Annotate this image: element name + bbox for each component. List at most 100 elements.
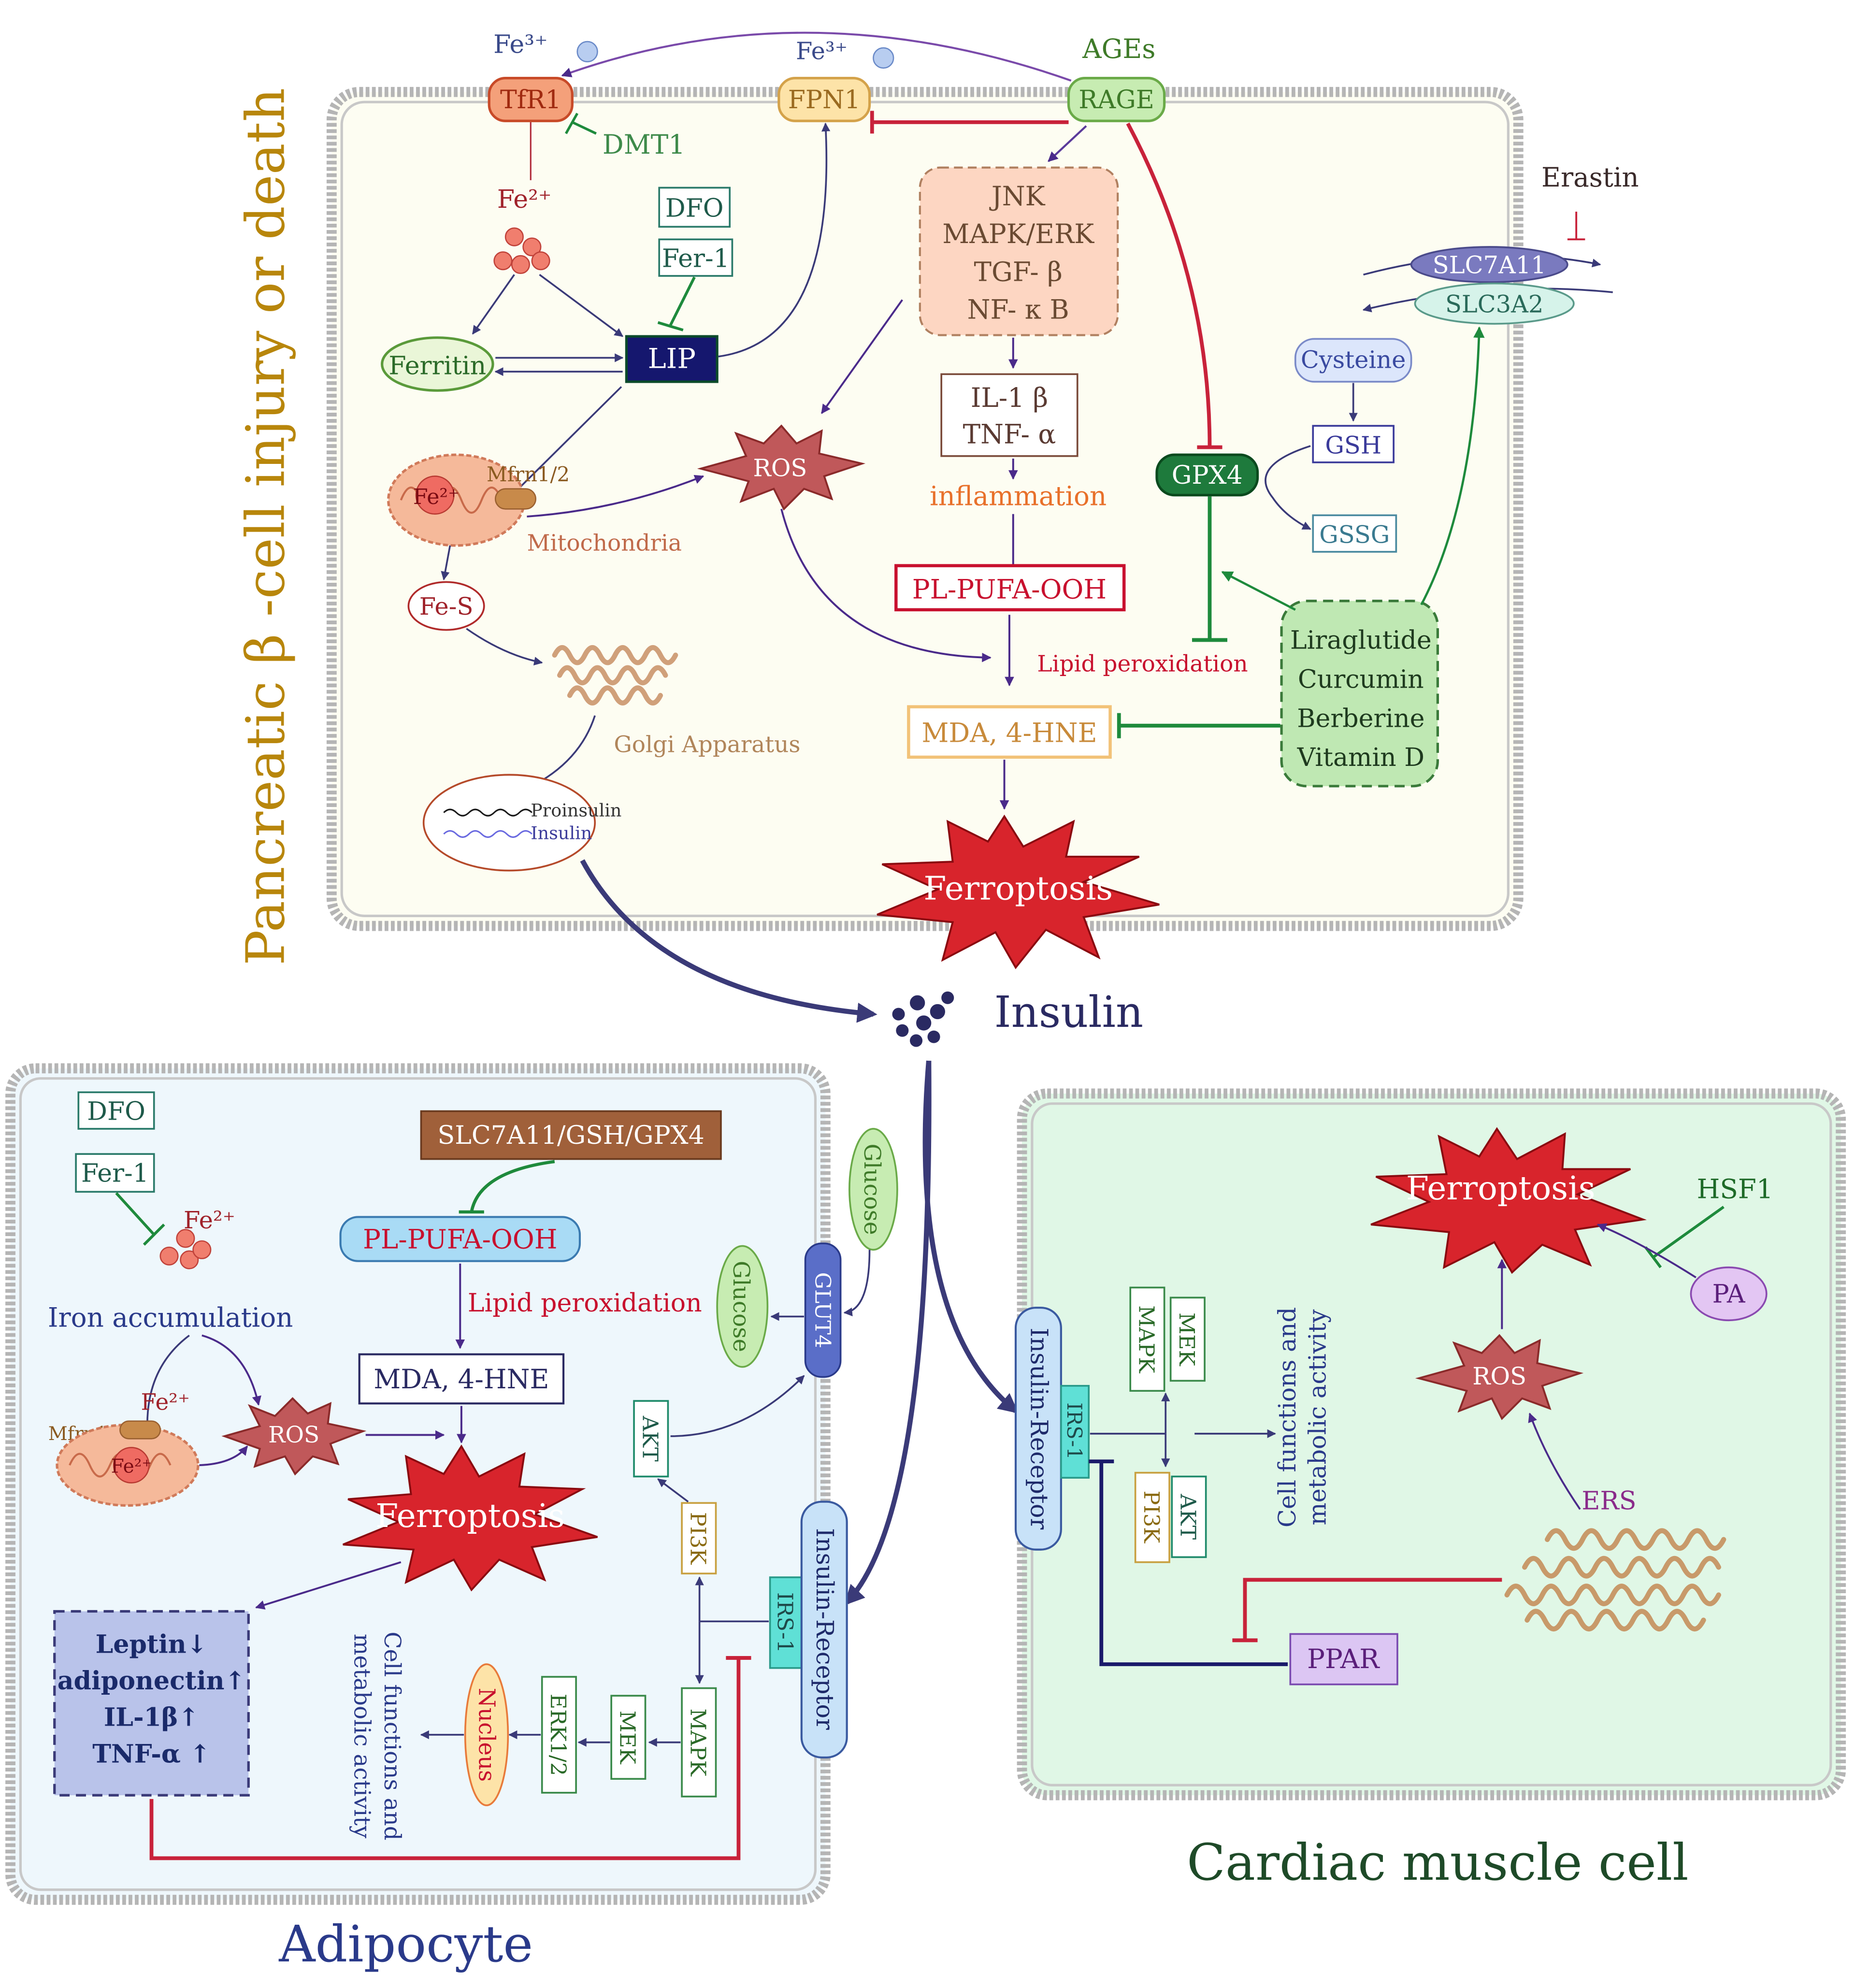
proinsulin-label: Proinsulin: [531, 800, 621, 821]
slc7a11-transporter[interactable]: SLC7A11: [1410, 246, 1568, 283]
fe2-to-lip-arrow: [539, 274, 624, 337]
svg-text:GPX4: GPX4: [1172, 461, 1243, 490]
ppar-inhibits-irs1: [1099, 1461, 1288, 1666]
svg-text:Ferroptosis: Ferroptosis: [923, 869, 1113, 907]
fe2-ion-cluster: [493, 227, 550, 274]
adipo-fer1-inhibition: [115, 1192, 155, 1236]
fes-to-golgi-arrow: [466, 628, 543, 666]
glucose-into-glut4-arrow: [843, 1250, 871, 1317]
signal-mapk-erk: MAPK/ERK: [942, 218, 1094, 249]
adipo-mitochondria: [56, 1420, 200, 1507]
pl-pufa-ooh-box[interactable]: PL-PUFA-OOH: [894, 564, 1126, 612]
cysteine-node[interactable]: Cysteine: [1294, 338, 1412, 383]
drugs-to-gpx4-arrow: [1221, 571, 1296, 611]
glut4-transporter[interactable]: GLUT4: [804, 1242, 842, 1378]
drug-curcumin: Curcumin: [1298, 665, 1424, 694]
adipo-irs1-box[interactable]: IRS-1: [769, 1576, 803, 1669]
dmt1-label: DMT1: [603, 129, 685, 160]
signal-jnk: JNK: [989, 181, 1046, 212]
adipo-fer1-box[interactable]: Fer-1: [75, 1153, 155, 1193]
glucose-inside: Glucose: [716, 1245, 769, 1368]
cardiac-irs1-box[interactable]: IRS-1: [1060, 1384, 1090, 1479]
svg-text:MEK: MEK: [615, 1711, 639, 1765]
glucose-outside: Glucose: [848, 1128, 898, 1251]
adipo-mda-4hne-box[interactable]: MDA, 4-HNE: [358, 1353, 565, 1405]
fpn1-transporter[interactable]: FPN1: [777, 77, 871, 122]
svg-text:PL-PUFA-OOH: PL-PUFA-OOH: [912, 574, 1107, 605]
pa-node[interactable]: PA: [1690, 1266, 1768, 1322]
fes-node[interactable]: Fe-S: [407, 581, 485, 631]
insulin-vesicle: [422, 774, 596, 872]
mitochondria: [387, 453, 536, 547]
fer1-box[interactable]: Fer-1: [658, 238, 733, 277]
adipokine-adiponectin: adiponectin↑: [58, 1666, 245, 1696]
cardiac-insulin-receptor[interactable]: Insulin-Receptor: [1014, 1307, 1062, 1551]
dfo-box[interactable]: DFO: [658, 187, 731, 228]
svg-text:PI3K: PI3K: [685, 1512, 710, 1565]
signal-nf-kb: NF- κ B: [967, 294, 1069, 325]
adipocyte-title: Adipocyte: [278, 1915, 533, 1974]
ers-label: ERS: [1582, 1486, 1636, 1515]
adipokine-il1b: IL-1β↑: [104, 1703, 199, 1732]
svg-text:RAGE: RAGE: [1078, 86, 1154, 115]
svg-text:ROS: ROS: [268, 1422, 319, 1448]
svg-text:MAPK: MAPK: [1134, 1305, 1158, 1373]
gssg-node[interactable]: GSSG: [1312, 514, 1397, 553]
cardiac-akt-box[interactable]: AKT: [1171, 1475, 1207, 1558]
cardiac-pi3k-box[interactable]: PI3K: [1134, 1471, 1170, 1563]
svg-text:PI3K: PI3K: [1139, 1491, 1164, 1544]
golgi-apparatus: [552, 645, 678, 706]
adipo-insulin-receptor[interactable]: Insulin-Receptor: [800, 1500, 848, 1758]
pi3k-to-akt-arrow: [657, 1478, 689, 1503]
ppar-node[interactable]: PPAR: [1289, 1633, 1398, 1685]
adipo-dfo-box[interactable]: DFO: [77, 1091, 155, 1130]
adipo-mek-box[interactable]: MEK: [610, 1695, 647, 1780]
cardiac-mapk-box[interactable]: MAPK: [1129, 1286, 1165, 1392]
gsh-node[interactable]: GSH: [1312, 425, 1395, 463]
gpx4-node[interactable]: GPX4: [1155, 453, 1259, 497]
tfr1-receptor[interactable]: TfR1: [488, 77, 574, 122]
cardiac-mek-box[interactable]: MEK: [1169, 1297, 1206, 1382]
fe3-left-ion: [576, 41, 598, 63]
beta-cell-side-title: Pancreatic β -cell injury or death: [234, 88, 296, 965]
svg-text:Cysteine: Cysteine: [1301, 346, 1406, 374]
adipo-pi3k-box[interactable]: PI3K: [681, 1502, 717, 1575]
ages-label: AGEs: [1082, 33, 1155, 64]
adipo-akt-box[interactable]: AKT: [633, 1400, 669, 1478]
adipo-mapk-box[interactable]: MAPK: [681, 1687, 717, 1798]
signaling-cascade-box: [919, 166, 1119, 336]
golgi-label: Golgi Apparatus: [614, 731, 800, 758]
drugs-to-slc3a2-arrow: [1420, 326, 1485, 605]
fe2-label: Fe²⁺: [497, 185, 552, 214]
svg-text:Nucleus: Nucleus: [473, 1688, 500, 1782]
svg-text:MEK: MEK: [1174, 1312, 1199, 1367]
adipo-mito-fe-label: Fe²⁺: [111, 1456, 152, 1478]
mfrn-label: Mfrn1/2: [487, 462, 570, 486]
adipo-lipid-peroxidation-label: Lipid peroxidation: [468, 1289, 702, 1318]
insulin-center-label: Insulin: [994, 987, 1143, 1037]
er-inhibits-ppar: [1243, 1578, 1502, 1641]
cardiac-title: Cardiac muscle cell: [1187, 1833, 1688, 1892]
lip-node[interactable]: LIP: [625, 335, 719, 383]
dmt1-inhibition: [572, 121, 597, 135]
cardiac-ros-star: ROS: [1415, 1334, 1584, 1420]
svg-text:Fer-1: Fer-1: [81, 1159, 149, 1188]
ferritin-node[interactable]: Ferritin: [381, 336, 494, 392]
slc3a2-transporter[interactable]: SLC3A2: [1414, 282, 1575, 325]
svg-text:Insulin-Receptor: Insulin-Receptor: [1025, 1328, 1053, 1530]
adipo-erk-box[interactable]: ERK1/2: [541, 1676, 577, 1794]
insulin-to-cardiac-arrow: [922, 1060, 1019, 1414]
adipo-pl-pufa-ooh-box[interactable]: PL-PUFA-OOH: [339, 1216, 581, 1262]
adipo-mito-to-ros-arrow: [199, 1445, 248, 1467]
signaling-to-ros-arrow: [820, 299, 903, 414]
adipo-slc-gsh-gpx4-box[interactable]: SLC7A11/GSH/GPX4: [420, 1110, 722, 1160]
rage-receptor[interactable]: RAGE: [1067, 77, 1166, 122]
adipo-ferroptosis-star: Ferroptosis: [343, 1444, 598, 1592]
pa-to-ferroptosis-arrow: [1596, 1223, 1697, 1279]
ers-to-ros-arrow: [1528, 1412, 1581, 1510]
fer1-inhibits-lip: [669, 276, 696, 326]
svg-text:Fe-S: Fe-S: [419, 592, 474, 620]
gsh-to-gssg-arrow: [1265, 445, 1311, 530]
mda-4hne-box[interactable]: MDA, 4-HNE: [907, 705, 1112, 759]
svg-text:FPN1: FPN1: [788, 86, 861, 115]
